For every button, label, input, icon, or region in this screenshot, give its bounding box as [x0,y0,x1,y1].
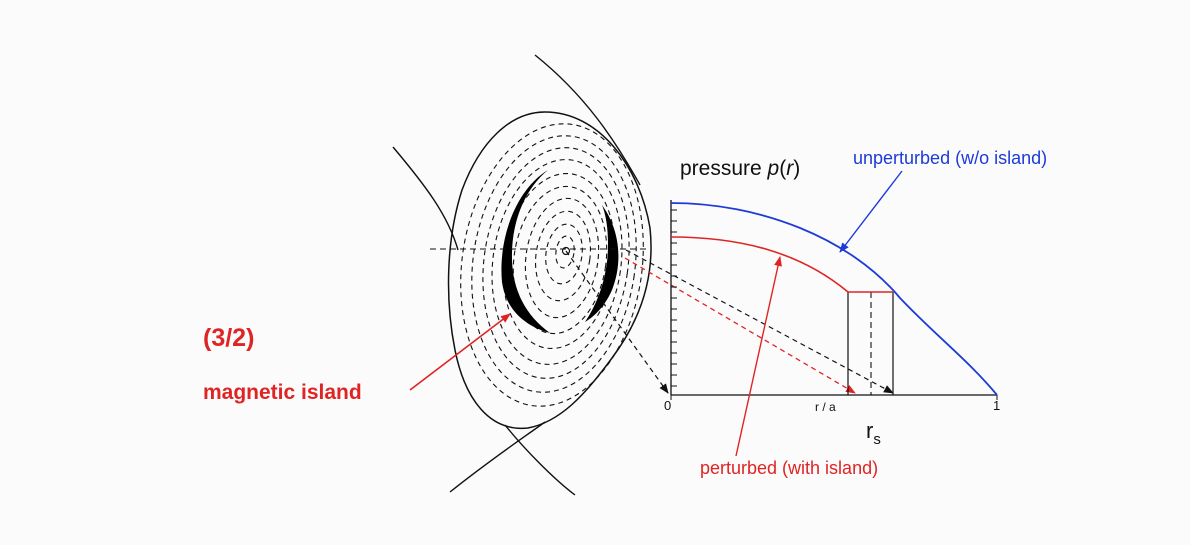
pressure-prefix: pressure [680,157,768,180]
separatrix-right-upper [534,54,641,186]
magnetic-island-label: magnetic island [203,381,362,404]
unperturbed-pointer [839,170,903,253]
plasma-boundary [447,111,652,430]
mode-number-label: (3/2) [203,324,255,352]
pressure-axis-label: pressure p(r) [680,158,800,179]
unperturbed-label: unperturbed (w/o island) [853,148,1048,168]
pressure-symbol: p [767,157,780,180]
island-crescent-left [501,170,550,333]
perturbed-pointer [735,256,782,457]
island-pointer [409,313,511,391]
projection-arrow-axis [565,250,669,394]
x-axis-ticks [670,395,998,400]
x-tick-r-over-a: r / a [815,400,836,414]
unperturbed-curve [670,202,998,396]
separatrix-lower-left [449,421,546,493]
rs-subscript: s [873,431,881,448]
projection-arrow-island [624,257,856,394]
perturbed-label: perturbed (with island) [700,458,879,478]
pressure-paren-close: ) [793,157,801,180]
rs-base: r [866,418,874,443]
pressure-arg: r [786,157,794,180]
rational-surface-label: rs [866,418,881,448]
x-tick-zero: 0 [664,398,672,413]
island-crescent-right [585,205,619,322]
magnetic-axis [561,246,571,256]
flux-surfaces [460,123,644,407]
separatrix-left-upper [392,146,459,251]
projection-arrow-rs [625,249,894,394]
y-axis-ticks [671,209,677,387]
x-tick-one: 1 [993,398,1001,413]
perturbed-curve [670,236,893,293]
pressure-paren-open: ( [779,157,787,180]
separatrix-lower-right [504,424,576,496]
